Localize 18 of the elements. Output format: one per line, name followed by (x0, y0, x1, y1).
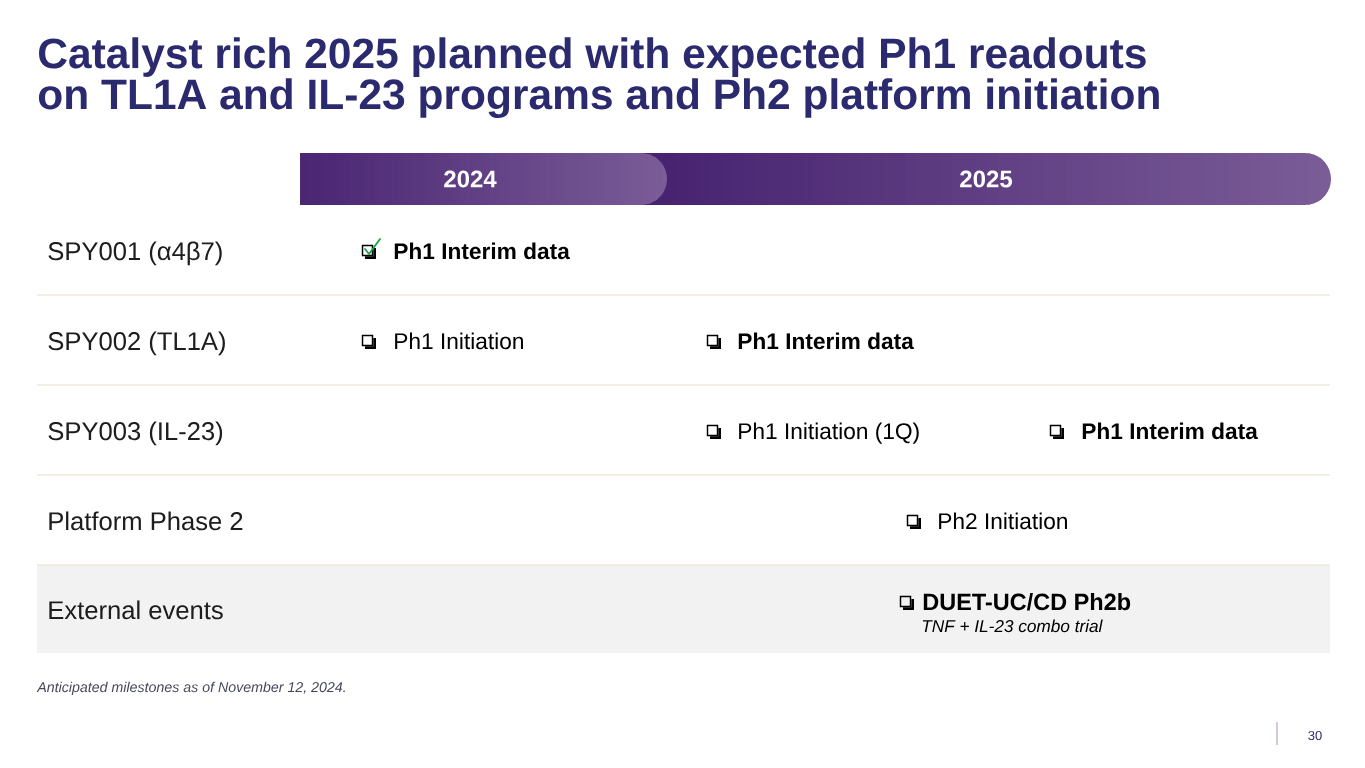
note-text: TNF + IL-23 combo trial (922, 619, 1103, 633)
milestone-text: DUET-UC/CD Ph2b (923, 593, 1131, 611)
year-label: 2024 (444, 170, 497, 188)
row-label: External events (49, 600, 223, 620)
page-number: 30 (1308, 730, 1322, 741)
row-label: SPY003 (IL-23) (48, 421, 223, 446)
milestone-text: Ph1 Initiation (395, 332, 523, 350)
row-label: SPY001 (α4β7) (48, 241, 222, 266)
row-label: SPY002 (TL1A) (48, 331, 225, 356)
milestone-text: Ph1 Interim data (738, 332, 914, 350)
title: Catalyst rich 2025 planned with expected Ph1 readouts on TL1A and IL-23 programs and Ph2 platform initiation (38, 37, 1159, 119)
year-label: 2025 (960, 170, 1013, 188)
milestone-text: Ph1 Initiation (1Q) (739, 422, 919, 444)
row-label: Platform Phase 2 (49, 511, 243, 531)
footnote: Anticipated milestones as of November 12, 2024. (36, 681, 345, 695)
milestone-text: Ph2 Initiation (939, 512, 1067, 530)
milestone-text: Ph1 Interim data (394, 242, 570, 260)
milestone-text: Ph1 Interim data (1082, 422, 1258, 440)
